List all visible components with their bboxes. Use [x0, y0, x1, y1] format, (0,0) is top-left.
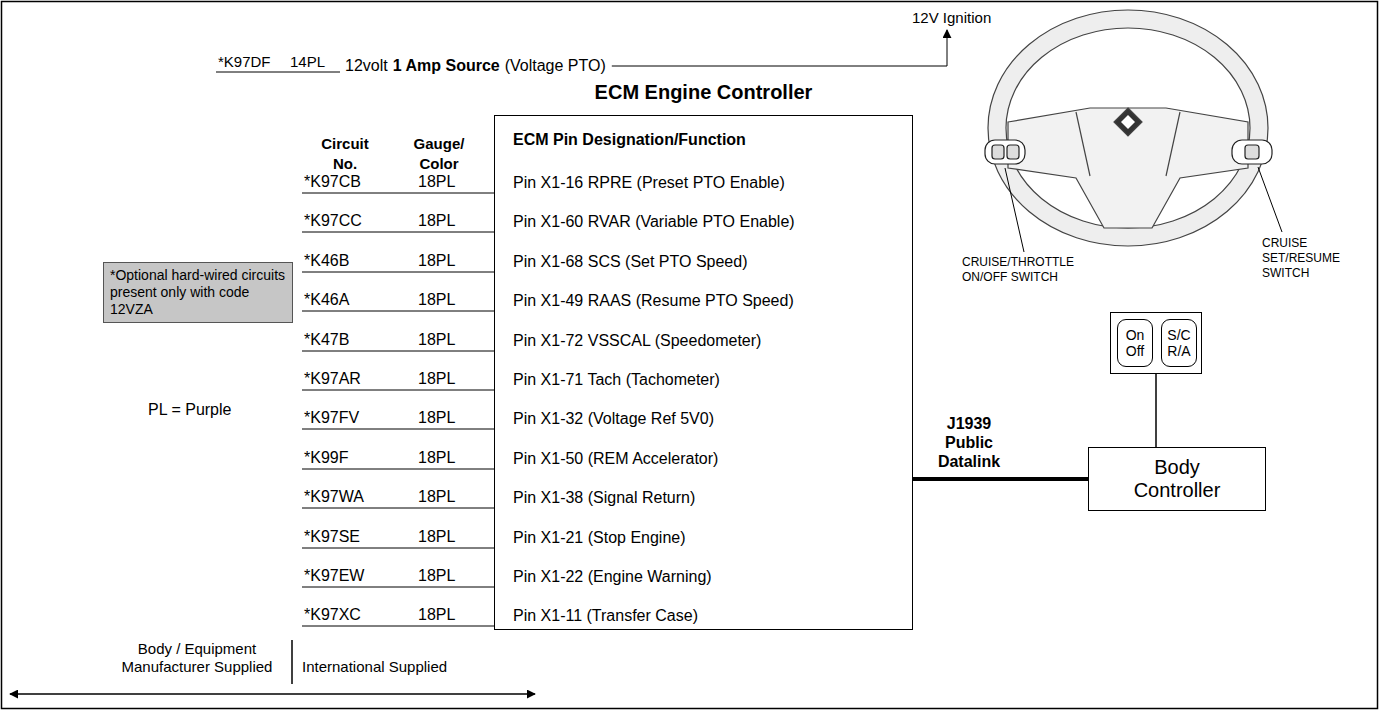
- circuit-number: *K97FV: [304, 408, 359, 428]
- circuit-line: [302, 232, 494, 233]
- wire-gauge: 18PL: [418, 290, 455, 310]
- circuit-number: *K97EW: [304, 566, 364, 586]
- controller-box: Body Controller: [1088, 447, 1266, 511]
- circuit-line: [302, 587, 494, 588]
- wire-gauge: 18PL: [418, 408, 455, 428]
- switch-button: S/C R/A: [1161, 319, 1197, 367]
- wire-gauge: 18PL: [418, 172, 455, 192]
- node-text: *Optional hard-wired circuits present on…: [110, 267, 286, 318]
- datalink-label: J1939 Public Datalink: [927, 414, 1011, 471]
- pin-function: Pin X1-22 (Engine Warning): [513, 567, 712, 587]
- node-text: S/C R/A: [1164, 327, 1194, 359]
- wheel-logo-inner: [1121, 115, 1135, 129]
- circuit-number: *K97XC: [304, 605, 361, 625]
- wire-gauge: 18PL: [418, 251, 455, 271]
- label-text: Body / Equipment Manufacturer Supplied: [108, 640, 286, 676]
- hub-seam: [1076, 112, 1090, 176]
- leader-line: [1258, 167, 1282, 232]
- wheel-rim-inner: [1006, 28, 1250, 228]
- pin-function: Pin X1-16 RPRE (Preset PTO Enable): [513, 173, 785, 193]
- circuit-number: *K97AR: [304, 369, 361, 389]
- circuit-number: *K97SE: [304, 527, 360, 547]
- wire-gauge: 18PL: [418, 211, 455, 231]
- column-header: ECM Pin Designation/Function: [513, 130, 746, 150]
- node-text: On Off: [1120, 327, 1150, 359]
- datalink-line: [913, 477, 1088, 481]
- circuit-line: [302, 351, 494, 352]
- pin-function: Pin X1-11 (Transfer Case): [513, 606, 698, 626]
- label-text: PL = Purple: [148, 400, 231, 420]
- pin-function: Pin X1-32 (Voltage Ref 5V0): [513, 409, 714, 429]
- wheel-logo: [1114, 108, 1142, 136]
- circuit-line: [302, 626, 494, 627]
- leader-line: [1005, 168, 1024, 252]
- circuit-line: [302, 193, 494, 194]
- cruise-set-pad: [1232, 140, 1272, 164]
- circuit-line: [302, 272, 494, 273]
- label-text: Gauge/ Color: [404, 134, 474, 174]
- pin-function: Pin X1-49 RAAS (Resume PTO Speed): [513, 291, 794, 311]
- pin-function: Pin X1-21 (Stop Engine): [513, 528, 686, 548]
- source-wire: [612, 66, 947, 67]
- pin-function: Pin X1-72 VSSCAL (Speedometer): [513, 331, 761, 351]
- controller-title: ECM Engine Controller: [495, 80, 912, 104]
- label-text: 14PL: [290, 52, 325, 72]
- wheel-hub: [1008, 108, 1248, 228]
- circuit-line: [302, 469, 494, 470]
- label-text: *K97DF: [218, 52, 271, 72]
- wire-gauge: 18PL: [418, 487, 455, 507]
- note-box: *Optional hard-wired circuits present on…: [103, 262, 293, 323]
- wheel-rim: [988, 10, 1268, 246]
- label-text: (Voltage PTO): [505, 56, 606, 76]
- wire-gauge: 18PL: [418, 527, 455, 547]
- supply-arrow: [10, 693, 535, 695]
- label-text: Circuit No.: [312, 134, 378, 174]
- circuit-lines: [302, 193, 494, 626]
- circuit-number: *K46A: [304, 290, 349, 310]
- cruise-onoff-pad: [985, 140, 1025, 164]
- ecm-box: ECM Engine ControllerECM Pin Designation…: [494, 115, 913, 630]
- circuit-number: *K97CC: [304, 211, 362, 231]
- circuit-number: *K97WA: [304, 487, 364, 507]
- circuit-underline: [216, 72, 340, 73]
- circuit-number: *K46B: [304, 251, 349, 271]
- node-text: Body Controller: [1122, 456, 1232, 502]
- circuit-line: [302, 311, 494, 312]
- pin-function: Pin X1-60 RVAR (Variable PTO Enable): [513, 212, 795, 232]
- label-text: CRUISE/THROTTLE ON/OFF SWITCH: [962, 255, 1094, 285]
- pad-button: [1007, 145, 1019, 159]
- hub-seam: [1166, 112, 1180, 176]
- circuit-line: [302, 429, 494, 430]
- supply-divider: [291, 640, 293, 684]
- pin-function: Pin X1-50 (REM Accelerator): [513, 449, 718, 469]
- circuit-line: [302, 548, 494, 549]
- wire-gauge: 18PL: [418, 330, 455, 350]
- circuit-line: [302, 390, 494, 391]
- label-text: 12V Ignition: [912, 8, 991, 28]
- pin-function: Pin X1-38 (Signal Return): [513, 488, 695, 508]
- label-text: 12volt: [345, 56, 388, 76]
- wire-gauge: 18PL: [418, 369, 455, 389]
- circuit-number: *K99F: [304, 448, 348, 468]
- connector-line: [1155, 374, 1157, 447]
- circuit-number: *K97CB: [304, 172, 361, 192]
- switch-button: On Off: [1117, 319, 1153, 367]
- label-text: CRUISE SET/RESUME SWITCH: [1262, 236, 1366, 281]
- circuit-line: [302, 508, 494, 509]
- switch-panel: On Off S/C R/A: [1110, 312, 1202, 374]
- pad-button: [1245, 145, 1259, 159]
- pin-function: Pin X1-68 SCS (Set PTO Speed): [513, 252, 747, 272]
- ignition-arrow: [947, 30, 948, 66]
- wire-gauge: 18PL: [418, 566, 455, 586]
- label-text: 1 Amp Source: [393, 56, 500, 76]
- steering-wheel: [985, 10, 1272, 246]
- label-text: International Supplied: [302, 658, 447, 676]
- pin-function: Pin X1-71 Tach (Tachometer): [513, 370, 720, 390]
- wire-gauge: 18PL: [418, 448, 455, 468]
- wire-gauge: 18PL: [418, 605, 455, 625]
- pad-button: [992, 145, 1004, 159]
- circuit-number: *K47B: [304, 330, 349, 350]
